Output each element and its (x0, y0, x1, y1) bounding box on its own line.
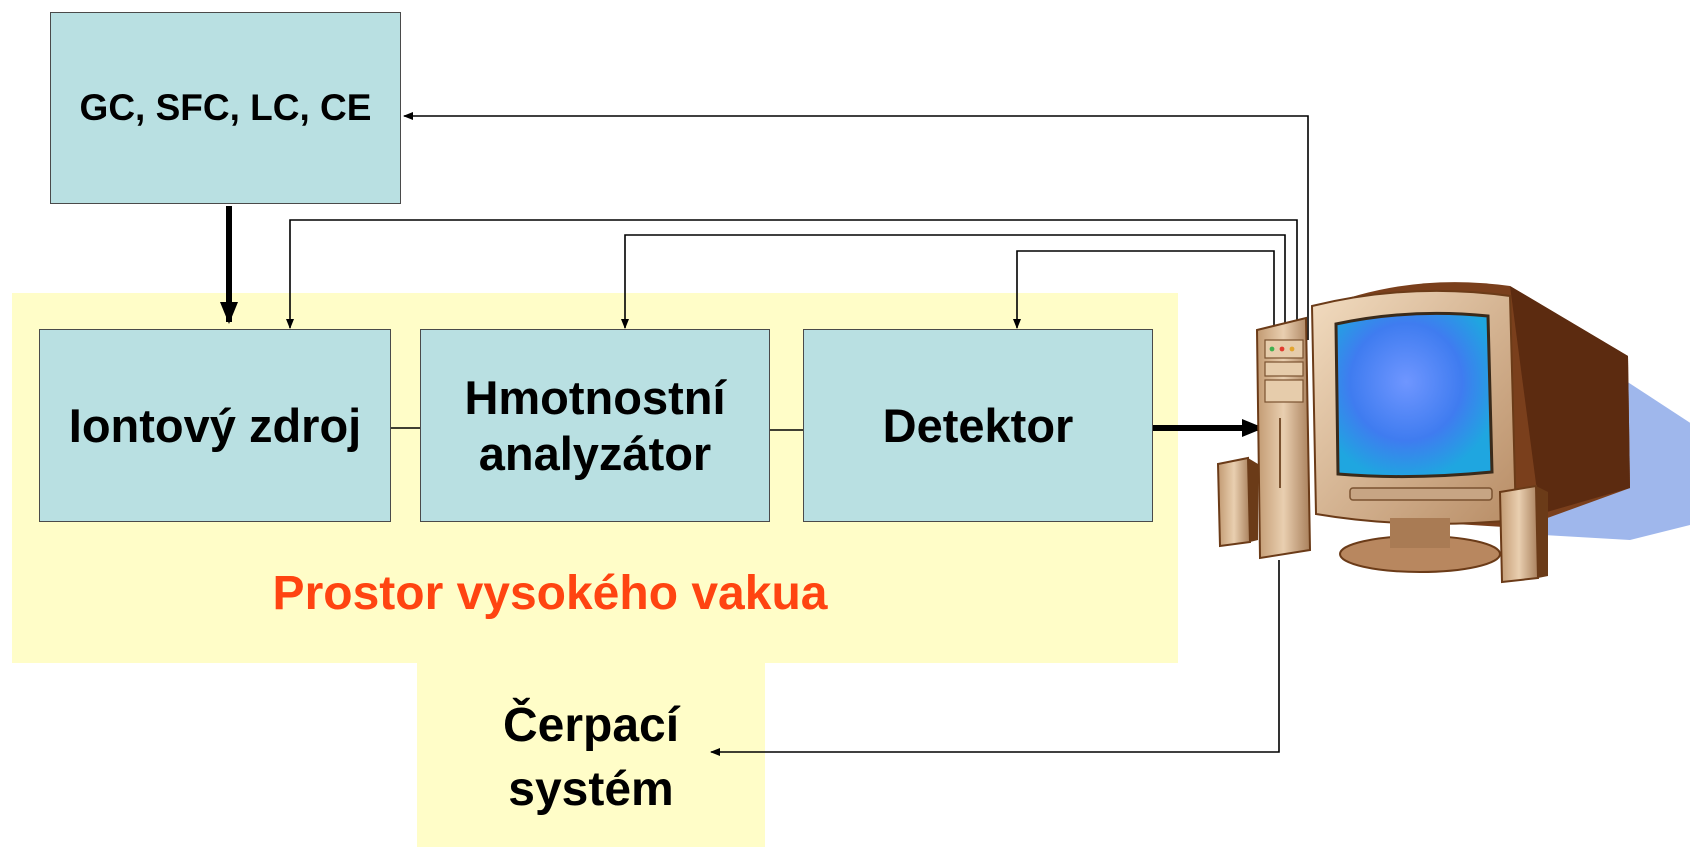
computer-icon (1216, 282, 1690, 584)
pump-label-line1: Čerpací (502, 699, 680, 752)
ion-source-label: Iontový zdroj (68, 399, 362, 452)
mass-analyzer-label-line2: analyzátor (478, 426, 712, 480)
pump-region (417, 655, 765, 847)
line-computer-to-ion-source (286, 219, 1298, 330)
line-computer-to-pump (710, 560, 1280, 756)
line-computer-to-detector (1013, 250, 1275, 330)
mass-analyzer-box: Hmotnostní analyzátor (420, 329, 770, 522)
vacuum-space-label: Prostor vysokého vakua (272, 567, 828, 620)
pump-label-line2: systém (508, 763, 674, 816)
pump-system-label: Čerpací systém (417, 694, 765, 822)
detector-box: Detektor (803, 329, 1153, 522)
mass-analyzer-label-line1: Hmotnostní (464, 370, 726, 424)
line-computer-to-analyzer (621, 234, 1286, 330)
detector-label: Detektor (882, 399, 1074, 452)
gc-sfc-lc-ce-label: GC, SFC, LC, CE (79, 87, 372, 128)
gc-sfc-lc-ce-box: GC, SFC, LC, CE (50, 12, 401, 204)
ion-source-box: Iontový zdroj (39, 329, 391, 522)
line-computer-to-gc (403, 112, 1309, 340)
